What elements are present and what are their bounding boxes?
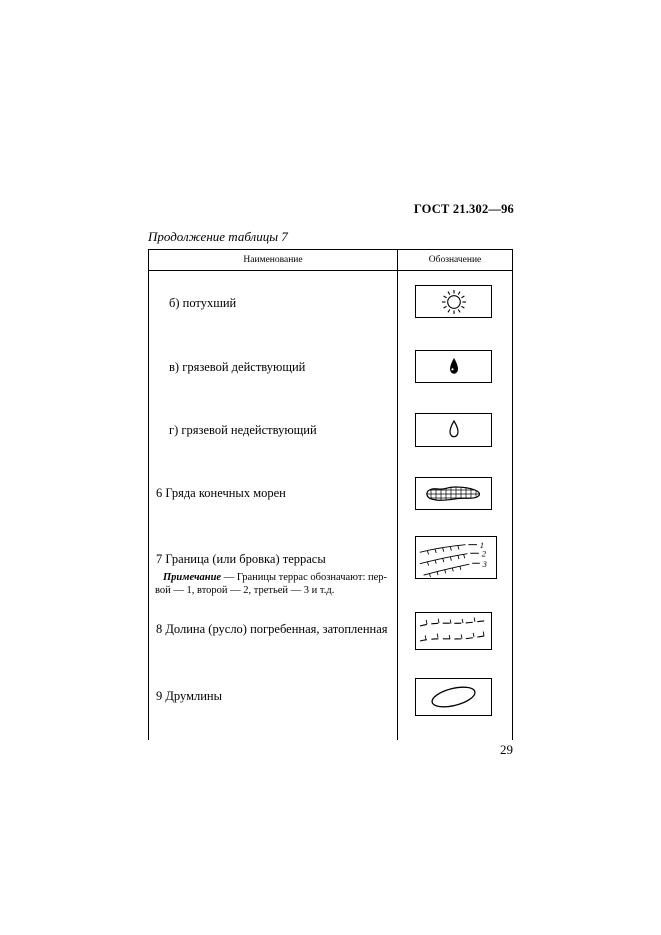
terrace-label-2: 2 — [482, 548, 487, 558]
table: Наименование Обозначение б) потухший — [148, 249, 513, 740]
symbol-box — [415, 678, 492, 716]
symbol-box — [415, 285, 492, 318]
column-header-name: Наименование — [149, 250, 398, 270]
table-body: б) потухший — [149, 270, 512, 740]
note-line: вой — 1, второй — 2, третьей — 3 и т.д. — [155, 584, 335, 596]
sun-icon — [441, 289, 466, 314]
symbol-box — [415, 477, 492, 510]
symbol-box — [415, 413, 492, 447]
row-name: в) грязевой действующий — [169, 360, 306, 374]
symbol-box — [415, 612, 492, 650]
row-name: 8 Долина (русло) погребенная, затопленна… — [156, 622, 388, 636]
terrace-boundary-icon: 1 2 3 — [419, 540, 487, 577]
row-name: 6 Гряда конечных морен — [156, 486, 286, 500]
page-number: 29 — [500, 742, 513, 757]
drumlin-icon — [431, 686, 476, 708]
row-name: б) потухший — [169, 296, 237, 310]
moraine-ridge-icon — [425, 485, 480, 501]
table-header-row: Наименование Обозначение — [149, 250, 512, 271]
standard-number: ГОСТ 21.302—96 — [413, 202, 514, 216]
symbol-box — [415, 350, 492, 383]
column-divider — [397, 270, 399, 740]
note-line: Примечание — Границы террас обозначают: … — [155, 572, 401, 585]
row-name: 9 Друмлины — [156, 689, 222, 703]
table-caption: Продолжение таблицы 7 — [148, 229, 288, 244]
terrace-label-3: 3 — [482, 559, 487, 569]
row-note: Примечание — Границы террас обозначают: … — [155, 572, 401, 597]
terrace-label-1: 1 — [480, 540, 484, 550]
row-name: 7 Граница (или бровка) террасы — [156, 552, 326, 566]
buried-valley-icon — [419, 617, 489, 642]
symbol-box: 1 2 3 — [415, 536, 497, 579]
note-label: Примечание — [163, 572, 222, 583]
outline-drop-icon — [448, 419, 459, 438]
filled-drop-icon — [449, 357, 458, 374]
note-text: — Границы террас обозначают: пер- — [221, 572, 388, 583]
column-header-designation: Обозначение — [428, 255, 482, 265]
row-name: г) грязевой недействующий — [169, 423, 317, 437]
